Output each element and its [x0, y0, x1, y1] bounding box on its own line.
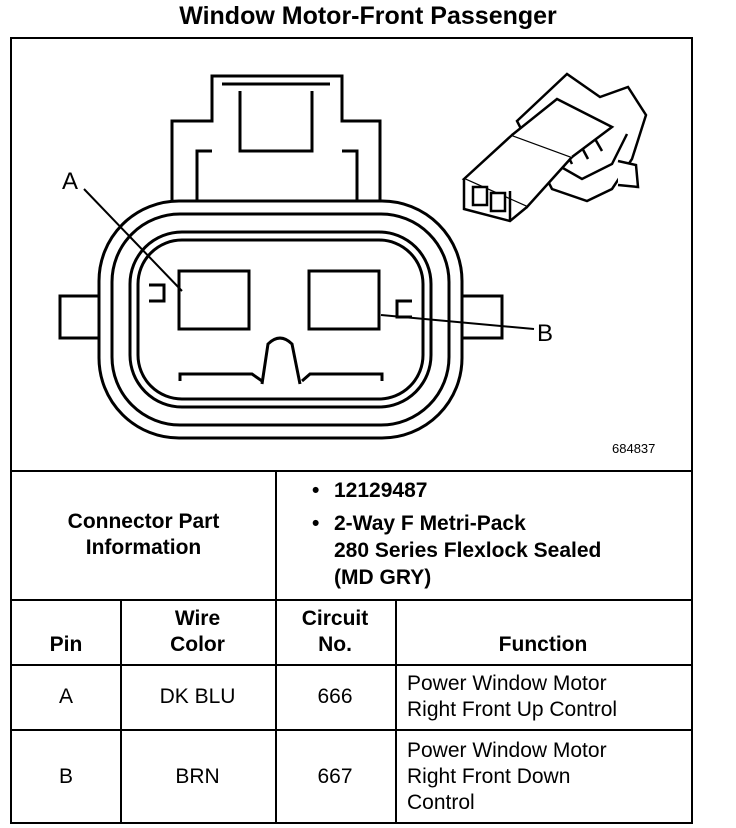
- connector-diagram: A B: [58, 72, 648, 440]
- left-tab: [58, 294, 104, 340]
- row-b-function: Power Window Motor Right Front Down Cont…: [407, 738, 607, 814]
- row-a-pin: A: [58, 684, 73, 708]
- right-tab: [458, 294, 504, 340]
- latch: [170, 74, 382, 239]
- row-a-circuit: 666: [317, 684, 353, 708]
- row-a-color: DK BLU: [159, 684, 236, 708]
- divider-info: [12, 599, 691, 601]
- cavity-b: [307, 269, 381, 331]
- row-b-pin: B: [58, 764, 73, 788]
- row-b-color: BRN: [175, 764, 220, 788]
- info-column-divider: [275, 470, 277, 599]
- page-title: Window Motor-Front Passenger: [179, 2, 557, 30]
- connector-thumbnail: [461, 72, 648, 223]
- pin-column-divider: [120, 599, 122, 824]
- cavity-a: [177, 269, 251, 331]
- part-number: 12129487: [334, 479, 428, 502]
- connector-desc-line1: 2-Way F Metri-Pack: [334, 512, 526, 535]
- header-pin: Pin: [49, 633, 83, 656]
- connector-info-label: Connector Part Information: [67, 509, 220, 559]
- row-b-circuit: 667: [317, 764, 353, 788]
- header-function: Function: [498, 633, 588, 656]
- reference-number: 684837: [612, 441, 656, 456]
- connector-frame: A B 684837 Connector Part Information •1…: [10, 37, 693, 824]
- divider-row: [12, 729, 691, 731]
- circuit-column-divider: [395, 599, 397, 824]
- header-wire-color: Wire Color: [170, 606, 225, 656]
- callout-a: A: [62, 168, 78, 195]
- connector-body: [97, 199, 464, 440]
- connector-desc-line2: 280 Series Flexlock Sealed: [334, 539, 602, 562]
- color-column-divider: [275, 599, 277, 824]
- connector-desc-line3: (MD GRY): [334, 566, 432, 589]
- header-circuit: Circuit No.: [301, 606, 369, 656]
- callout-b: B: [537, 320, 553, 347]
- divider-diagram: [12, 470, 691, 472]
- connector-info-details: •12129487 • 2-Way F Metri-Pack 280 Serie…: [312, 479, 602, 589]
- row-a-function: Power Window Motor Right Front Up Contro…: [407, 671, 618, 721]
- divider-header: [12, 664, 691, 666]
